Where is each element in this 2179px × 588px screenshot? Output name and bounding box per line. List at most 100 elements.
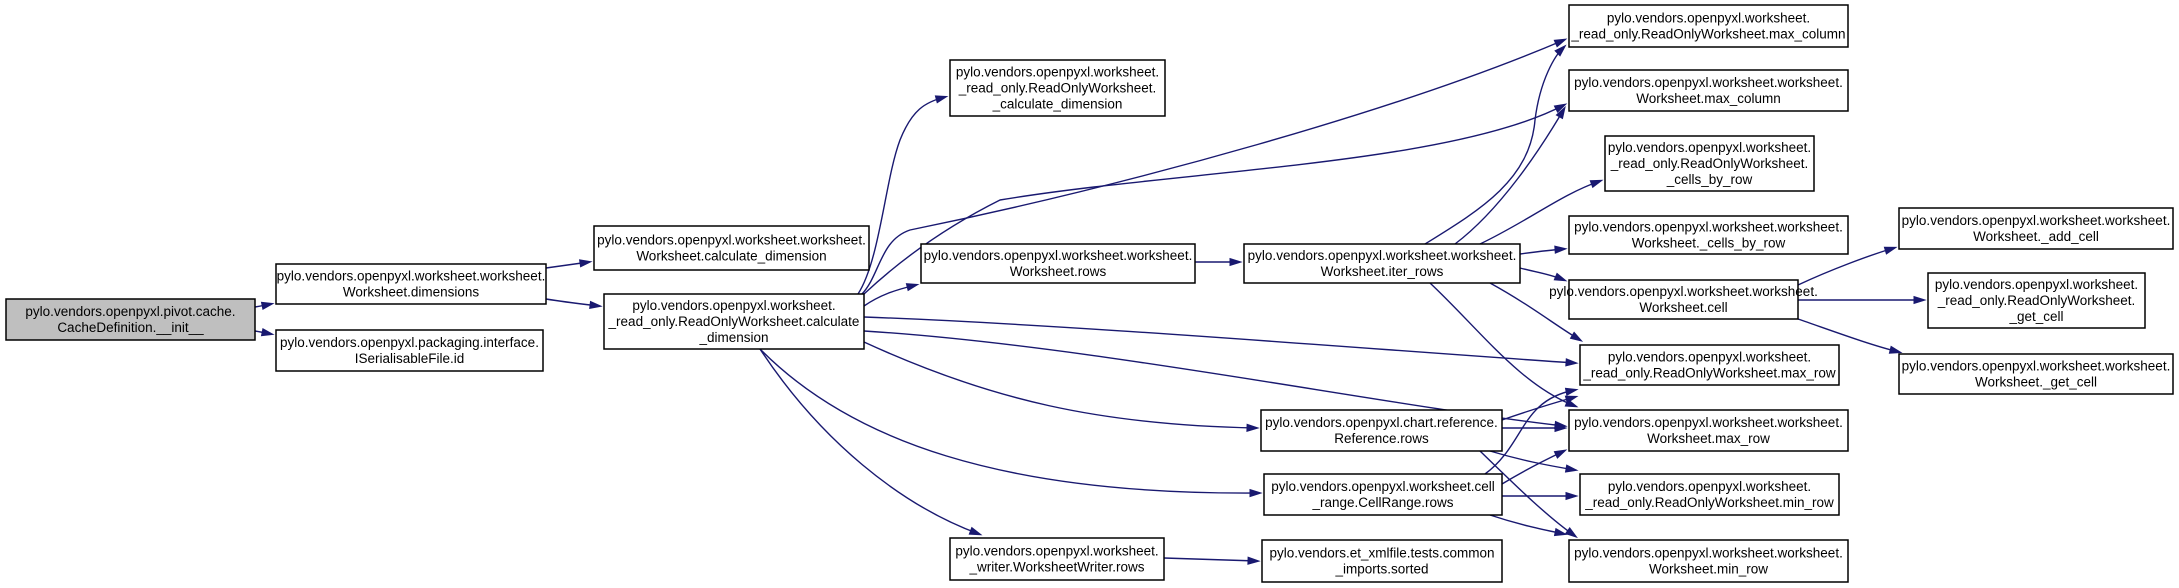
arrowhead-icon [1247,556,1261,565]
node-box [1568,279,1799,320]
arrowhead-icon [1554,423,1568,433]
edge-n10-n11 [1163,556,1261,565]
node-label-line: pylo.vendors.openpyxl.worksheet. [1608,350,1811,365]
graph-node[interactable]: pylo.vendors.openpyxl.worksheet.workshee… [1568,539,1849,583]
edge-n16-n23 [1797,318,1903,354]
arrowhead-icon [968,526,983,536]
edge-n4-n9 [759,348,1263,498]
edge-n4-n6 [863,283,920,307]
node-box [1261,539,1503,583]
graph-node[interactable]: pylo.vendors.openpyxl.worksheet.workshee… [1568,69,1849,112]
node-box [593,225,870,271]
node-label-line: _imports.sorted [1334,562,1428,577]
edge-n0-n1 [254,301,275,310]
graph-node[interactable]: pylo.vendors.openpyxl.worksheet.workshee… [275,263,547,305]
arrowhead-icon [1554,245,1568,254]
graph-node[interactable]: pylo.vendors.openpyxl.worksheet._writer.… [949,537,1165,581]
arrowhead-icon [1229,257,1243,267]
node-label-line: CacheDefinition.__init__ [57,320,204,335]
edge-n7-n16 [1519,267,1568,282]
node-box [1579,473,1840,516]
node-label-line: pylo.vendors.openpyxl.worksheet. [1935,277,2138,292]
node-box [1568,539,1849,583]
graph-node[interactable]: pylo.vendors.openpyxl.worksheet._read_on… [949,59,1166,117]
arrowhead-icon [1913,295,1927,305]
graph-node[interactable]: pylo.vendors.openpyxl.chart.reference.Re… [1260,409,1503,452]
arrowhead-icon [589,300,603,310]
node-label-line: _read_only.ReadOnlyWorksheet. [1610,156,1809,171]
node-label-line: _read_only.ReadOnlyWorksheet. [1937,293,2136,308]
graph-node[interactable]: pylo.vendors.openpyxl.worksheet.workshee… [1898,353,2174,395]
node-box [949,59,1166,117]
node-label-line: pylo.vendors.openpyxl.worksheet.workshee… [924,248,1193,263]
node-label-line: _calculate_dimension [992,97,1123,112]
edge-line [1454,108,1565,245]
arrowhead-icon [1249,488,1263,498]
edge-n7-n13 [1454,105,1566,245]
arrowhead-icon [579,259,593,268]
edge-n8-n19 [1489,450,1579,473]
arrowhead-icon [1553,449,1568,459]
node-label-line: pylo.vendors.openpyxl.worksheet.workshee… [1902,213,2171,228]
arrowhead-icon [1564,387,1579,396]
arrowhead-icon [1564,527,1578,539]
edge-n0-n2 [254,328,275,337]
edge-line [1479,180,1601,245]
graph-node[interactable]: pylo.vendors.openpyxl.worksheet.workshee… [920,243,1196,284]
edge-n4-n5 [857,95,949,295]
node-box [1568,69,1849,112]
node-box [275,263,547,305]
node-label-line: Worksheet.min_row [1649,562,1768,577]
node-label-line: Worksheet._get_cell [1975,375,2097,390]
root-node[interactable]: pylo.vendors.openpyxl.pivot.cache.CacheD… [5,298,256,341]
graph-node[interactable]: pylo.vendors.et_xmlfile.tests.common_imp… [1261,539,1503,583]
graph-node[interactable]: pylo.vendors.openpyxl.worksheet.workshee… [1549,279,1818,320]
arrowhead-icon [1246,423,1260,432]
edge-line [1429,282,1576,407]
edge-n4-n17 [863,316,1579,367]
edge-n9-n20 [1489,514,1568,537]
graph-node[interactable]: pylo.vendors.openpyxl.worksheet.workshee… [1898,207,2174,250]
node-label-line: pylo.vendors.openpyxl.worksheet.workshee… [1549,284,1818,299]
node-box [1898,353,2174,395]
edge-line [759,348,980,535]
edge-line [1163,557,1258,562]
arrowhead-icon [1883,246,1898,255]
node-label-line: Worksheet.max_column [1636,91,1781,106]
graph-node[interactable]: pylo.vendors.openpyxl.worksheet._read_on… [1604,135,1815,192]
graph-node[interactable]: pylo.vendors.openpyxl.worksheet._read_on… [1579,344,1840,386]
graph-node[interactable]: pylo.vendors.openpyxl.worksheet._read_on… [1579,473,1840,516]
node-label-line: pylo.vendors.openpyxl.chart.reference. [1265,415,1498,430]
edge-n7-n15 [1519,245,1568,255]
node-label-line: _get_cell [2008,309,2063,324]
node-label-line: pylo.vendors.openpyxl.worksheet. [632,298,835,313]
graph-node[interactable]: pylo.vendors.openpyxl.worksheet.workshee… [1243,243,1521,284]
node-box [275,329,544,372]
graph-node[interactable]: pylo.vendors.openpyxl.worksheet._read_on… [1568,4,1849,48]
graph-node[interactable]: pylo.vendors.openpyxl.worksheet._read_on… [603,293,865,350]
node-label-line: _read_only.ReadOnlyWorksheet.calculate [608,314,860,329]
edge-n16-n21 [1797,246,1898,286]
graph-node[interactable]: pylo.vendors.openpyxl.packaging.interfac… [275,329,544,372]
node-label-line: pylo.vendors.openpyxl.worksheet.workshee… [597,233,866,248]
node-label-line: ISerialisableFile.id [355,351,465,366]
node-label-line: pylo.vendors.et_xmlfile.tests.common [1269,546,1494,561]
edge-n8-n17 [1501,395,1579,421]
edge-line [1424,46,1565,245]
node-box [1604,135,1815,192]
graph-node[interactable]: pylo.vendors.openpyxl.worksheet.cell_ran… [1263,473,1503,516]
graph-node[interactable]: pylo.vendors.openpyxl.worksheet.workshee… [593,225,870,271]
edge-n6-n7 [1195,257,1243,267]
node-label-line: pylo.vendors.openpyxl.worksheet. [1608,479,1811,494]
node-box [1263,473,1503,516]
node-label-line: pylo.vendors.openpyxl.worksheet.workshee… [1574,546,1843,561]
node-box [1579,344,1840,386]
node-label-line: pylo.vendors.openpyxl.worksheet.workshee… [1248,248,1517,263]
graph-node[interactable]: pylo.vendors.openpyxl.worksheet._read_on… [1927,272,2146,329]
graph-node[interactable]: pylo.vendors.openpyxl.worksheet.workshee… [1568,215,1849,255]
graph-node[interactable]: pylo.vendors.openpyxl.worksheet.workshee… [1568,409,1849,452]
edge-line [863,341,1257,429]
arrowhead-icon [1564,464,1579,473]
edge-n9-n17 [1484,387,1579,475]
node-label-line: pylo.vendors.openpyxl.pivot.cache. [25,304,235,319]
